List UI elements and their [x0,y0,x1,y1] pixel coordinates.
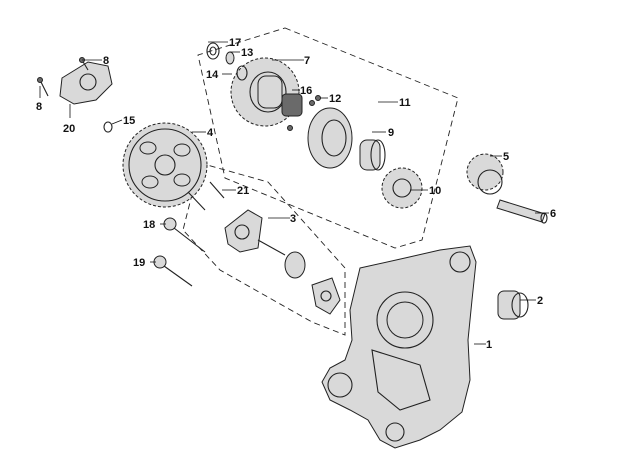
reduction-gear-part [466,153,504,195]
callout-3: 3 [290,213,296,225]
callout-17: 17 [229,37,241,49]
washer-part-13 [225,51,235,65]
callout-10: 10 [429,185,441,197]
group-box-starter-clutch [197,27,459,249]
washer-part-14 [236,65,248,81]
shaft-part [496,199,548,224]
crankcase-part [321,245,477,449]
callout-7: 7 [304,55,310,67]
clutch-housing-part [307,107,353,169]
callout-15: 15 [123,115,135,127]
callout-8-left: 8 [36,101,42,113]
callout-19: 19 [133,257,145,269]
needle-bearing-part [281,93,303,117]
driven-gear-part [122,122,208,208]
callout-6: 6 [550,208,556,220]
group-box-oil-pump [182,162,346,336]
washer-part-17 [206,42,220,60]
sleeve-part [359,139,386,171]
callout-11: 11 [399,97,411,109]
oil-pump-part [224,209,341,315]
bushing-part [497,290,529,320]
bolt-part-18 [163,217,206,253]
ring-part [103,121,113,133]
callout-18: 18 [143,219,155,231]
callout-4: 4 [207,127,214,139]
idle-gear-part [381,167,423,209]
bolt-part-21 [187,181,225,211]
callout-20: 20 [63,123,75,135]
callout-14: 14 [206,69,219,81]
bolt-part-19 [153,255,193,287]
callout-9: 9 [388,127,394,139]
callout-8-top: 8 [103,55,109,67]
callout-13: 13 [241,47,253,59]
callout-2: 2 [537,295,543,307]
callout-1: 1 [486,339,492,351]
callout-5: 5 [503,151,509,163]
callout-16: 16 [300,85,312,97]
cover-part [37,57,113,105]
leader-lines [39,41,549,345]
callout-12: 12 [329,93,341,105]
callout-21: 21 [237,185,249,197]
